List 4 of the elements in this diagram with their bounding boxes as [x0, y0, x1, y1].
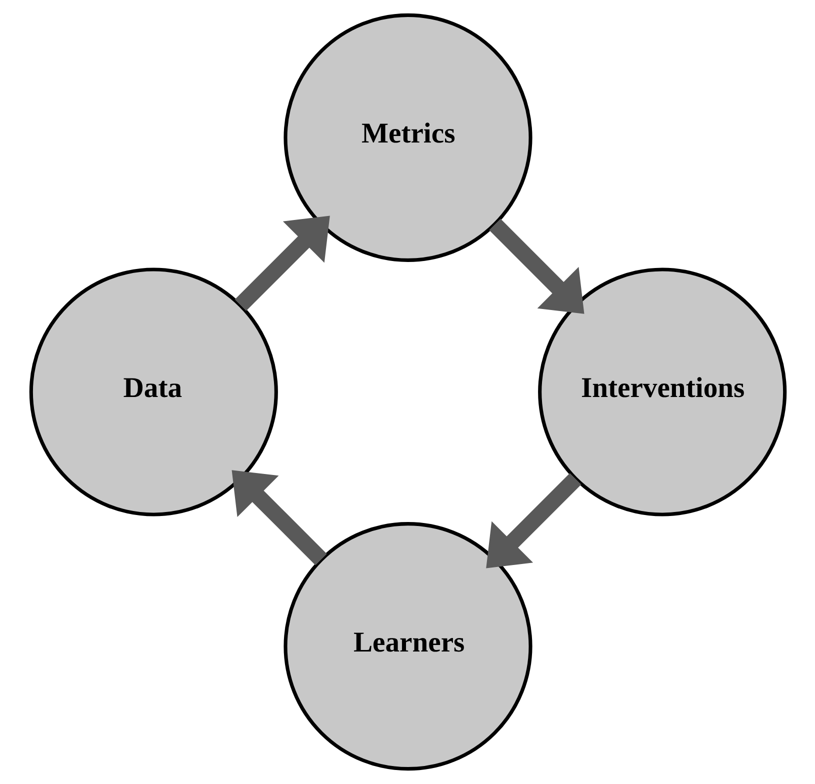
arrow — [486, 473, 581, 568]
arrow — [488, 218, 584, 314]
arrow — [231, 470, 326, 566]
arrow — [234, 216, 330, 311]
